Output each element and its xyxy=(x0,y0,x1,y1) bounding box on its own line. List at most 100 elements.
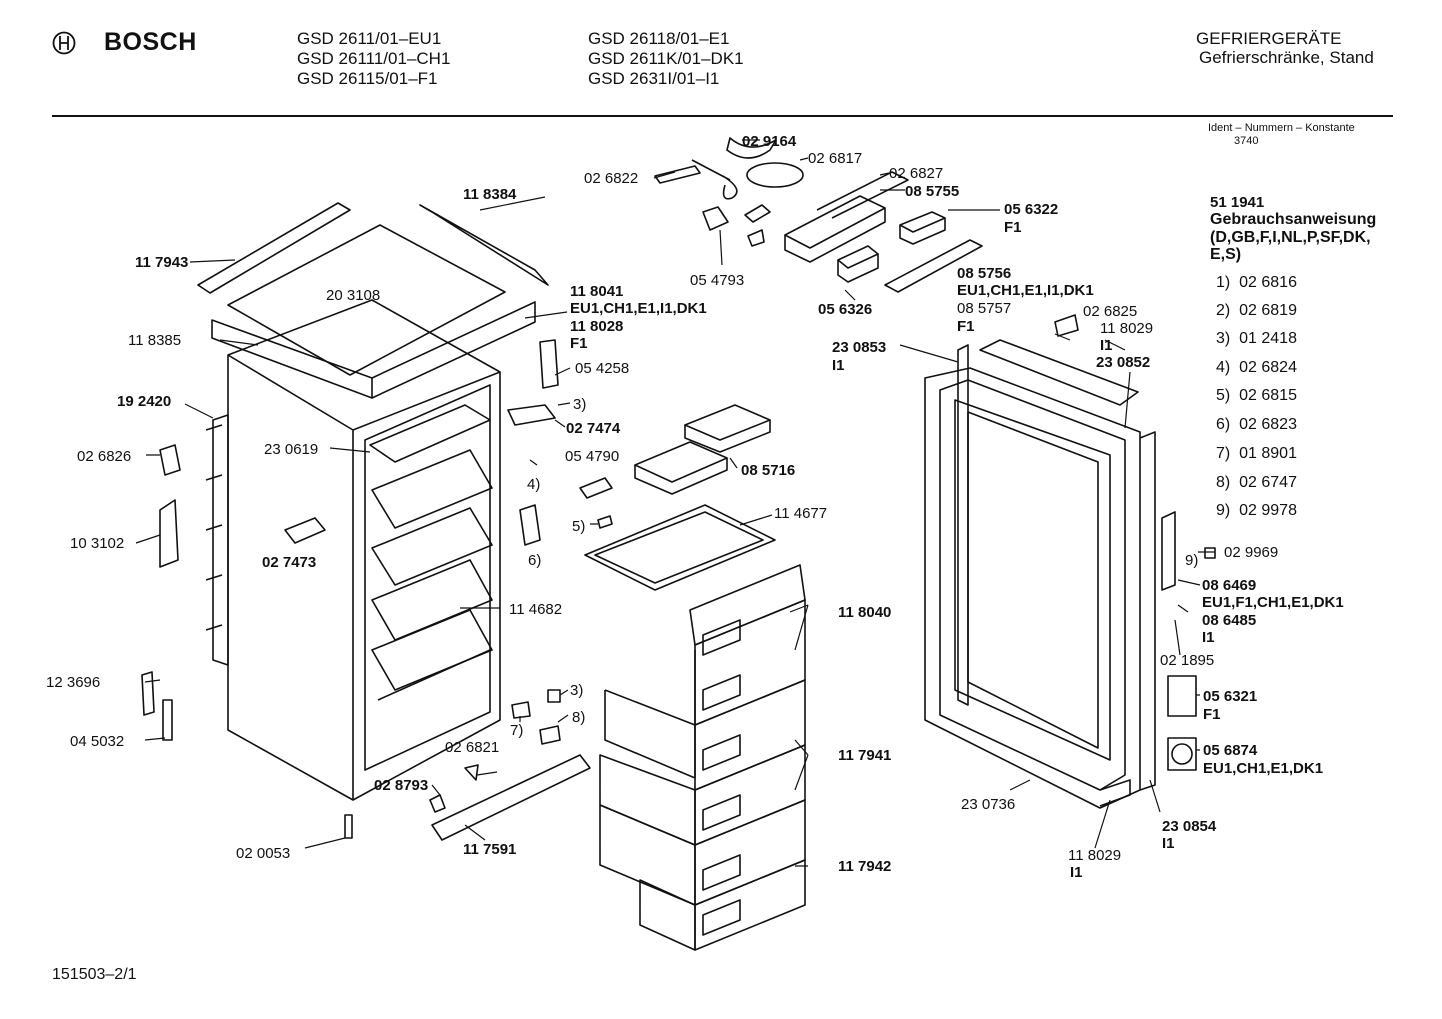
part-label: 02 9969 xyxy=(1224,544,1279,561)
part-label: 23 0854 xyxy=(1162,818,1217,835)
part-label: 02 6825 xyxy=(1083,303,1138,320)
part-label: 02 6827 xyxy=(889,165,944,182)
part-label: 08 5716 xyxy=(741,462,796,479)
part-label: 7) xyxy=(510,722,524,739)
leader-lines xyxy=(135,139,1215,867)
part-label: 11 8028 xyxy=(570,318,624,335)
part-label: 05 6322 xyxy=(1004,201,1059,218)
freezer-door xyxy=(924,339,1197,809)
bosch-logo-icon xyxy=(52,31,76,55)
manual-languages-2: E,S) xyxy=(1210,246,1242,263)
top-panel xyxy=(197,202,549,399)
ident-block: Ident – Nummern – Konstante 3740 xyxy=(1208,122,1355,148)
part-label: F1 xyxy=(1004,219,1022,236)
part-label: 11 7942 xyxy=(838,858,892,875)
part-label: 6) xyxy=(528,552,542,569)
part-label: 08 6485 xyxy=(1202,612,1257,629)
part-label: I1 xyxy=(1162,835,1175,852)
model: GSD 26115/01–F1 xyxy=(297,69,438,88)
manual-languages: (D,GB,F,I,NL,P,SF,DK, xyxy=(1210,229,1371,246)
part-label: 11 4677 xyxy=(774,505,828,522)
part-label: F1 xyxy=(957,318,975,335)
header-divider xyxy=(52,115,1393,117)
part-label: 11 8029 xyxy=(1100,320,1154,337)
part-label: 02 6822 xyxy=(584,170,639,187)
part-label: 04 5032 xyxy=(70,733,125,750)
part-label: 05 4793 xyxy=(690,272,745,289)
part-label: 02 0053 xyxy=(236,845,291,862)
part-label: 02 1895 xyxy=(1160,652,1215,669)
manual-title: Gebrauchsanweisung xyxy=(1210,211,1377,228)
list-item: 4) 02 6824 xyxy=(1216,359,1297,376)
list-item: 8) 02 6747 xyxy=(1216,474,1297,491)
part-label: 08 5757 xyxy=(957,300,1012,317)
part-label: 19 2420 xyxy=(117,393,172,410)
ice-packs xyxy=(634,404,771,495)
part-label: EU1,CH1,E1,I1,DK1 xyxy=(570,300,707,317)
part-label: 12 3696 xyxy=(46,674,101,691)
freezer-drawers xyxy=(584,504,806,951)
list-item: 7) 01 8901 xyxy=(1216,445,1297,462)
part-label: 11 8041 xyxy=(570,283,624,300)
part-label: 08 5756 xyxy=(957,265,1012,282)
list-item: 6) 02 6823 xyxy=(1216,416,1297,433)
part-label: 4) xyxy=(527,476,541,493)
part-label: F1 xyxy=(1203,706,1221,723)
ident-value: 3740 xyxy=(1234,135,1259,147)
part-label: 23 0852 xyxy=(1096,354,1151,371)
part-label: 02 9164 xyxy=(742,133,797,150)
model: GSD 2611K/01–DK1 xyxy=(588,49,744,68)
part-label: 05 4790 xyxy=(565,448,620,465)
part-label: 02 8793 xyxy=(374,777,429,794)
subcategory: Gefrierschränke, Stand xyxy=(1199,48,1374,67)
part-label: EU1,CH1,E1,DK1 xyxy=(1203,760,1324,777)
part-label: 08 6469 xyxy=(1202,577,1257,594)
brand-name: BOSCH xyxy=(104,28,197,56)
part-label: 10 3102 xyxy=(70,535,125,552)
model: GSD 2631I/01–I1 xyxy=(588,69,720,88)
cabinet-shelves xyxy=(369,404,493,701)
part-label: 11 8040 xyxy=(838,604,892,621)
part-label: 11 7591 xyxy=(463,841,517,858)
part-label: EU1,CH1,E1,I1,DK1 xyxy=(957,282,1094,299)
part-label: 23 0853 xyxy=(832,339,887,356)
part-label: 5) xyxy=(572,518,586,535)
drawing-number: 151503–2/1 xyxy=(52,966,137,983)
part-label: 23 0736 xyxy=(961,796,1016,813)
model: GSD 26118/01–E1 xyxy=(588,29,730,48)
category: GEFRIERGERÄTE xyxy=(1196,29,1342,48)
part-label: 02 7473 xyxy=(262,554,317,571)
part-label: 05 6326 xyxy=(818,301,873,318)
part-label: 11 8385 xyxy=(128,332,182,349)
part-label: I1 xyxy=(832,357,845,374)
part-label: 02 7474 xyxy=(566,420,621,437)
control-parts xyxy=(654,137,983,293)
small-parts xyxy=(141,314,1216,841)
part-label: 11 4682 xyxy=(509,601,563,618)
manual-number: 51 1941 xyxy=(1210,194,1265,211)
part-label: 3) xyxy=(570,682,584,699)
part-label: 23 0619 xyxy=(264,441,319,458)
part-label: I1 xyxy=(1202,629,1215,646)
part-label: 11 7941 xyxy=(838,747,892,764)
part-label: 9) xyxy=(1185,552,1199,569)
list-item: 2) 02 6819 xyxy=(1216,302,1297,319)
part-label: EU1,F1,CH1,E1,DK1 xyxy=(1202,594,1344,611)
cabinet-body xyxy=(205,299,501,801)
list-item: 1) 02 6816 xyxy=(1216,274,1297,291)
part-label: 05 6321 xyxy=(1203,688,1258,705)
model: GSD 26111/01–CH1 xyxy=(297,49,451,68)
ident-label: Ident – Nummern – Konstante xyxy=(1208,122,1355,134)
part-label: 05 4258 xyxy=(575,360,630,377)
part-label: 11 8029 xyxy=(1068,847,1122,864)
part-label: 08 5755 xyxy=(905,183,960,200)
part-label: I1 xyxy=(1070,864,1083,881)
part-label: 8) xyxy=(572,709,586,726)
list-item: 3) 01 2418 xyxy=(1216,330,1297,347)
model: GSD 2611/01–EU1 xyxy=(297,29,442,48)
part-label: 02 6817 xyxy=(808,150,863,167)
model-list-2: GSD 26118/01–E1 GSD 2611K/01–DK1 GSD 263… xyxy=(588,29,744,89)
part-label: 05 6874 xyxy=(1203,742,1258,759)
part-label: F1 xyxy=(570,335,588,352)
